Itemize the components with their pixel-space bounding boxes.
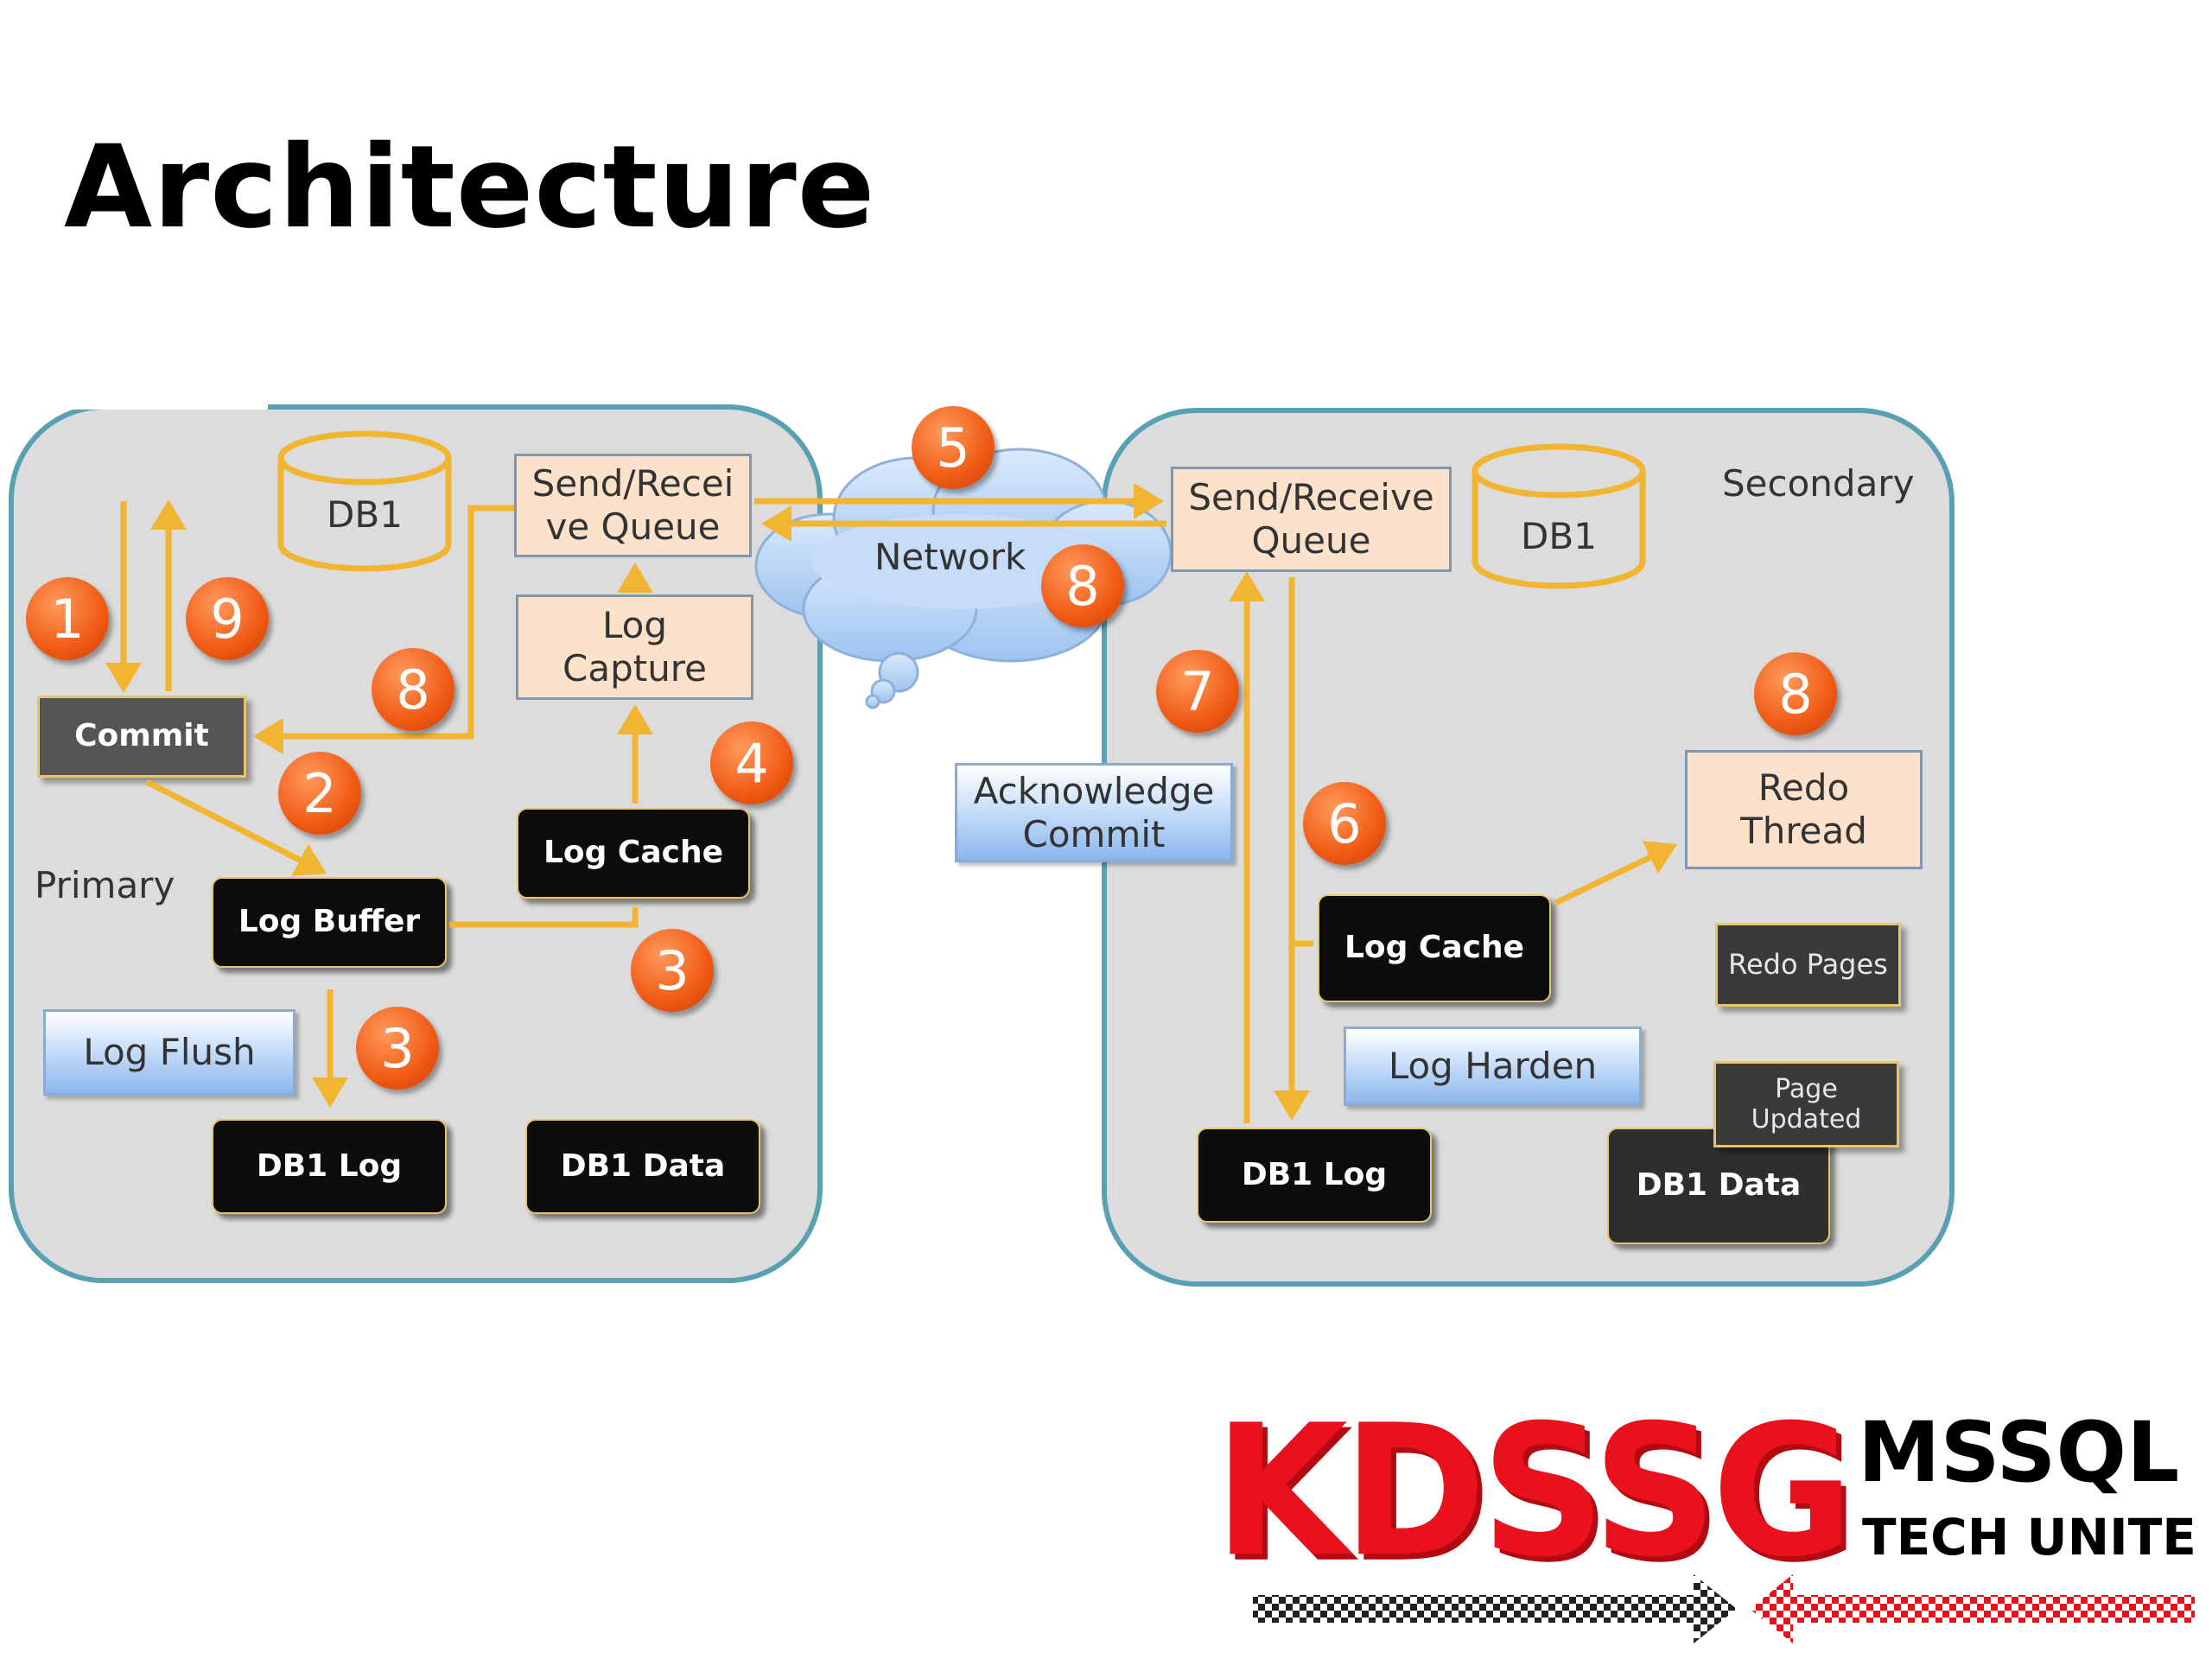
primary-db-icon	[277, 430, 452, 572]
step-badge-9: 9	[186, 577, 269, 660]
secondary-db-label: DB1	[1521, 514, 1597, 557]
step-badge-8-network: 8	[1041, 544, 1124, 627]
secondary-db-icon	[1471, 443, 1646, 589]
primary-db1-log: DB1 Log	[212, 1119, 447, 1214]
step-badge-5: 5	[912, 406, 995, 489]
step-badge-3-cache: 3	[631, 929, 714, 1012]
secondary-send-receive-queue: Send/Receive Queue	[1171, 467, 1452, 572]
redo-thread: Redo Thread	[1685, 750, 1923, 869]
log-harden: Log Harden	[1344, 1027, 1642, 1106]
acknowledge-commit-label: Acknowledge Commit	[973, 769, 1215, 855]
acknowledge-commit: Acknowledge Commit	[955, 763, 1233, 862]
redo-pages: Redo Pages	[1715, 923, 1901, 1007]
page-updated-label: Page Updated	[1751, 1073, 1862, 1135]
primary-log-buffer: Log Buffer	[212, 877, 447, 968]
page-title: Architecture	[64, 121, 876, 254]
logo-line2: TECH UNITE	[1862, 1508, 2196, 1567]
logo-brand: KDSSG	[1214, 1386, 1853, 1598]
step-badge-8-redo: 8	[1754, 652, 1837, 735]
step-badge-7: 7	[1156, 650, 1239, 733]
step-badge-2: 2	[278, 752, 361, 835]
primary-db-label: DB1	[327, 493, 403, 536]
step-badge-4: 4	[710, 721, 793, 804]
secondary-db1-log: DB1 Log	[1197, 1128, 1432, 1223]
log-capture-label: Log Capture	[563, 604, 707, 690]
log-flush: Log Flush	[43, 1009, 296, 1096]
step-badge-1: 1	[26, 577, 109, 660]
commit-box: Commit	[37, 696, 246, 778]
step-badge-8-primary: 8	[372, 648, 454, 731]
panel-mask	[60, 380, 268, 410]
secondary-log-cache: Log Cache	[1318, 894, 1551, 1002]
logo-line1: MSSQL	[1858, 1404, 2180, 1501]
page-updated: Page Updated	[1713, 1061, 1899, 1147]
primary-send-receive-queue-label: Send/Recei ve Queue	[531, 462, 734, 548]
primary-label: Primary	[35, 864, 175, 906]
step-badge-3-flush: 3	[356, 1007, 439, 1090]
secondary-send-receive-queue-label: Send/Receive Queue	[1188, 476, 1434, 562]
primary-db1-data: DB1 Data	[525, 1119, 760, 1214]
secondary-label: Secondary	[1722, 462, 1915, 505]
primary-send-receive-queue: Send/Recei ve Queue	[514, 454, 752, 557]
network-label: Network	[874, 536, 1027, 578]
step-badge-6: 6	[1303, 782, 1386, 865]
redo-thread-label: Redo Thread	[1740, 766, 1867, 852]
log-capture: Log Capture	[516, 594, 753, 700]
primary-log-cache: Log Cache	[517, 808, 750, 899]
